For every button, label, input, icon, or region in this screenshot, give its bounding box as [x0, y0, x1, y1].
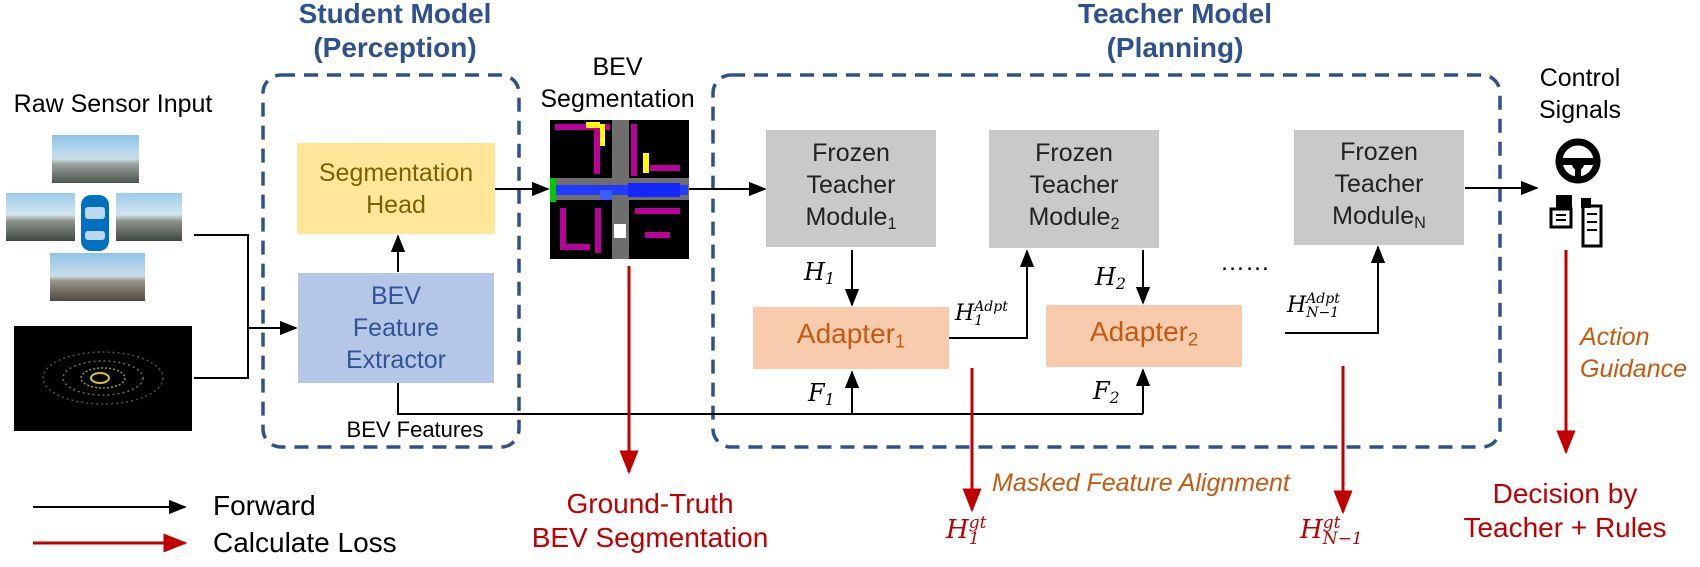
seg-head-line2: Head [366, 190, 426, 219]
steering-wheel-icon [1555, 138, 1601, 184]
teacher-module-1: Frozen Teacher Module1 [766, 130, 936, 247]
teacher-model-boundary [711, 73, 1502, 449]
teacher-module-n: Frozen Teacher ModuleN [1294, 130, 1464, 245]
camera-rear-image [50, 253, 145, 301]
decision-label: Decision by Teacher + Rules [1430, 477, 1700, 545]
teacherN-line3: ModuleN [1332, 201, 1426, 233]
seg-head-line1: Segmentation [318, 158, 474, 187]
bev-segmentation-label: BEV Segmentation [525, 51, 710, 115]
camera-to-extractor-wire [194, 234, 249, 328]
f2-symbol: F2 [1093, 377, 1120, 407]
teacher-title-line1: Teacher Model [1078, 0, 1272, 29]
gt-line2: BEV Segmentation [531, 522, 769, 553]
decision-line2: Teacher + Rules [1463, 512, 1667, 543]
legend-loss-label: Calculate Loss [213, 527, 397, 558]
action-guidance-line2: Guidance [1580, 355, 1688, 383]
adapterN-to-teacherN-arrow [1285, 245, 1386, 334]
teacher1-line3: Module1 [805, 202, 897, 234]
decision-line1: Decision by [1492, 478, 1638, 509]
segmentation-head-block: Segmentation Head [297, 143, 495, 234]
student-title-line2: (Perception) [313, 32, 477, 63]
bev-segmentation-map [550, 120, 689, 259]
student-model-boundary [261, 73, 521, 449]
lidar-to-extractor-wire [194, 328, 249, 379]
adapter-1: Adapter1 [753, 307, 949, 369]
extractor-line2: Feature [352, 314, 440, 342]
control-label-line1: Control [1539, 64, 1621, 92]
gt-line1: Ground-Truth [566, 488, 734, 519]
action-guidance-line1: Action [1580, 323, 1650, 351]
adapter-2: Adapter2 [1046, 305, 1242, 367]
ground-truth-bev-label: Ground-Truth BEV Segmentation [505, 487, 795, 555]
teacher2-line3: Module2 [1028, 203, 1120, 234]
bev-feature-extractor-block: BEV Feature Extractor [298, 273, 494, 383]
bev-features-bus [397, 382, 1143, 415]
teacher-module-2: Frozen Teacher Module2 [989, 130, 1159, 248]
control-signals-label: Control Signals [1515, 62, 1645, 126]
teacher-title-line2: (Planning) [1106, 32, 1244, 63]
student-title-line1: Student Model [298, 0, 492, 29]
action-guidance-label: Action Guidance [1580, 321, 1700, 385]
camera-left-image [6, 193, 75, 241]
bev-seg-label-line2: Segmentation [540, 85, 695, 113]
pedals-icon [1549, 195, 1603, 248]
teacher1-line1: Frozen [812, 138, 890, 167]
raw-sensor-input-label: Raw Sensor Input [13, 90, 213, 118]
student-model-title: Student Model (Perception) [255, 0, 535, 65]
adapter2-label: Adapter2 [1089, 316, 1199, 350]
masked-feature-alignment-label: Masked Feature Alignment [992, 469, 1290, 497]
ellipsis-label: …… [1220, 248, 1270, 276]
bev-seg-label-line1: BEV [592, 53, 643, 81]
teacher-model-title: Teacher Model (Planning) [1000, 0, 1350, 65]
extractor-line1: BEV [370, 282, 422, 310]
ego-car-icon [81, 195, 109, 251]
teacherN-line2: Teacher [1334, 169, 1424, 198]
h1-symbol: H1 [804, 258, 835, 288]
teacher2-line2: Teacher [1029, 171, 1119, 200]
teacher2-line1: Frozen [1035, 139, 1113, 168]
legend-forward-label: Forward [213, 490, 316, 521]
teacherN-line1: Frozen [1340, 137, 1418, 166]
bev-features-label: BEV Features [346, 417, 484, 442]
control-label-line2: Signals [1539, 96, 1621, 124]
camera-front-image [52, 135, 139, 183]
f1-symbol: F1 [808, 379, 835, 409]
camera-right-image [116, 193, 182, 241]
lidar-point-cloud-image [14, 326, 192, 431]
adapter1-to-teacher2-arrow [949, 249, 1035, 339]
teacher1-line2: Teacher [806, 170, 896, 199]
extractor-line3: Extractor [345, 346, 447, 374]
h2-symbol: H2 [1095, 263, 1126, 293]
adapter1-label: Adapter1 [796, 318, 906, 352]
